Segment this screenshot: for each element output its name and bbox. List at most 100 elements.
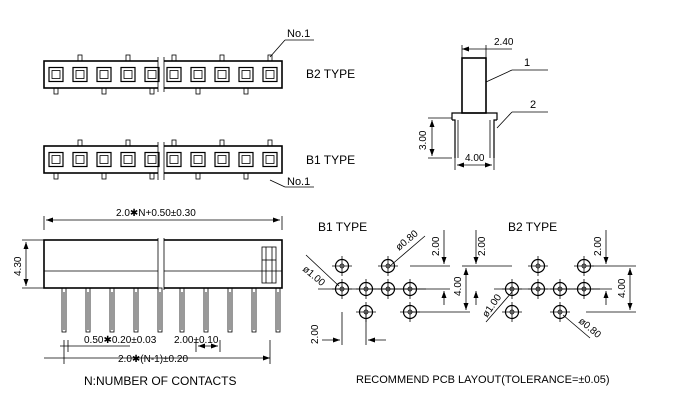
side-height-dim: 3.00 xyxy=(418,130,429,150)
pin-stub xyxy=(77,54,83,62)
contact-cell xyxy=(120,151,136,168)
b2-pitch-v-dim: 2.00 xyxy=(593,236,604,256)
b1-row-gap-dim: 4.00 xyxy=(453,276,464,296)
contact-cell-inner xyxy=(169,70,179,79)
side-view: 2.40 1 2 3.00 4.00 xyxy=(418,37,548,170)
pin-stub xyxy=(171,139,177,147)
front-pin xyxy=(157,287,163,333)
contact-cell xyxy=(238,66,254,83)
pin-stub xyxy=(243,172,249,180)
contact-cell-inner xyxy=(217,155,227,164)
side-housing xyxy=(461,57,487,114)
contact-cell-inner xyxy=(75,70,85,79)
contact-cell xyxy=(96,151,112,168)
pin-stub xyxy=(53,87,59,95)
pin-stub xyxy=(219,139,225,147)
contact-cell xyxy=(262,151,278,168)
pcb-b2-layout: B2 TYPE 2.00 2.00 4.00 ø1.00 ø0.80 xyxy=(470,220,636,341)
contact-cell-inner xyxy=(241,155,251,164)
pin-stub xyxy=(149,172,155,180)
front-pin xyxy=(179,287,185,333)
contact-cell-inner xyxy=(265,70,275,79)
contact-cell xyxy=(144,151,160,168)
contact-cell-inner xyxy=(99,70,109,79)
b1-pitch-h-dim: 2.00 xyxy=(310,324,321,344)
contact-cell-inner xyxy=(147,70,157,79)
contact-cell-inner xyxy=(265,155,275,164)
contact-cell-inner xyxy=(99,155,109,164)
pcb-b1-type-label: B1 TYPE xyxy=(318,220,367,234)
b1-hole-dia-dim: ø0.80 xyxy=(394,228,421,253)
contact-cell-inner xyxy=(169,155,179,164)
b2-pitch-left-dim: 2.00 xyxy=(477,236,488,256)
b1-pad-dia-dim: ø1.00 xyxy=(300,264,327,289)
b1-top-view: No.1 B1 TYPE xyxy=(43,139,355,188)
pin-stub xyxy=(77,139,83,147)
contact-cell xyxy=(144,66,160,83)
overall-length-dim: 2.0✱N+0.50±0.30 xyxy=(116,208,196,219)
pin-stub xyxy=(125,139,131,147)
b1-pitch-v-dim: 2.00 xyxy=(431,236,442,256)
pin-width-dim: 0.50✱0.20±0.03 xyxy=(84,335,157,346)
pin-stub xyxy=(53,172,59,180)
pin-stub xyxy=(149,87,155,95)
pin-stub xyxy=(101,172,107,180)
pin-stub xyxy=(243,87,249,95)
contact-cell-inner xyxy=(217,70,227,79)
contact-cell xyxy=(96,66,112,83)
front-pin xyxy=(133,287,139,333)
b2-pad-dia-dim: ø1.00 xyxy=(480,292,504,320)
pin-stub xyxy=(171,54,177,62)
b2-type-label: B2 TYPE xyxy=(306,67,355,81)
pin-stub xyxy=(195,172,201,180)
front-pin xyxy=(109,287,115,333)
pin-span-dim: 2.0✱(N-1)±0.20 xyxy=(118,354,188,365)
contact-cell xyxy=(166,151,182,168)
callout-1: 1 xyxy=(524,57,530,69)
n-contacts-note: N:NUMBER OF CONTACTS xyxy=(84,374,236,388)
contact-cell xyxy=(72,151,88,168)
pin-stub xyxy=(125,54,131,62)
contact-cell-inner xyxy=(193,155,203,164)
contact-cell-inner xyxy=(51,155,61,164)
contact-cell xyxy=(72,66,88,83)
pin-stub xyxy=(195,87,201,95)
contact-cell-inner xyxy=(75,155,85,164)
pcb-b2-type-label: B2 TYPE xyxy=(508,220,557,234)
pin-stub xyxy=(267,139,273,147)
contact-cell xyxy=(238,151,254,168)
front-pin xyxy=(251,287,257,333)
contact-cell xyxy=(120,66,136,83)
front-view: 2.0✱N+0.50±0.30 4.30 0.50✱0.20±0.03 2.00… xyxy=(13,208,283,388)
recommend-note: RECOMMEND PCB LAYOUT(TOLERANCE=±0.05) xyxy=(356,374,610,386)
contact-cell-inner xyxy=(123,155,133,164)
front-pin xyxy=(275,287,281,333)
b1-type-label: B1 TYPE xyxy=(306,153,355,167)
b2-row-gap-dim: 4.00 xyxy=(617,278,628,298)
b2-no1-leader xyxy=(269,39,286,58)
contact-cell-inner xyxy=(51,70,61,79)
pin-stub xyxy=(101,87,107,95)
pin-stub xyxy=(267,54,273,62)
pitch-dim: 2.00±0.10 xyxy=(174,335,219,346)
b1-no1-label: No.1 xyxy=(287,176,310,188)
contact-cell xyxy=(214,151,230,168)
front-pin xyxy=(203,287,209,333)
contact-cell-inner xyxy=(147,155,157,164)
contact-cell xyxy=(166,66,182,83)
front-pin xyxy=(227,287,233,333)
pcb-b1-layout: B1 TYPE 2.00 4.00 2.00 ø0.80 ø1.00 xyxy=(300,220,470,345)
contact-cell xyxy=(214,66,230,83)
front-pin xyxy=(85,287,91,333)
contact-cell-inner xyxy=(241,70,251,79)
side-width-bottom-dim: 4.00 xyxy=(465,153,485,164)
contact-cell-inner xyxy=(193,70,203,79)
b1-no1-leader xyxy=(269,179,286,188)
height-dim: 4.30 xyxy=(13,256,24,276)
pin-stub xyxy=(219,54,225,62)
side-width-top-dim: 2.40 xyxy=(494,37,514,48)
callout-2: 2 xyxy=(530,99,536,111)
b2-top-view: No.1 B2 TYPE xyxy=(43,28,355,95)
